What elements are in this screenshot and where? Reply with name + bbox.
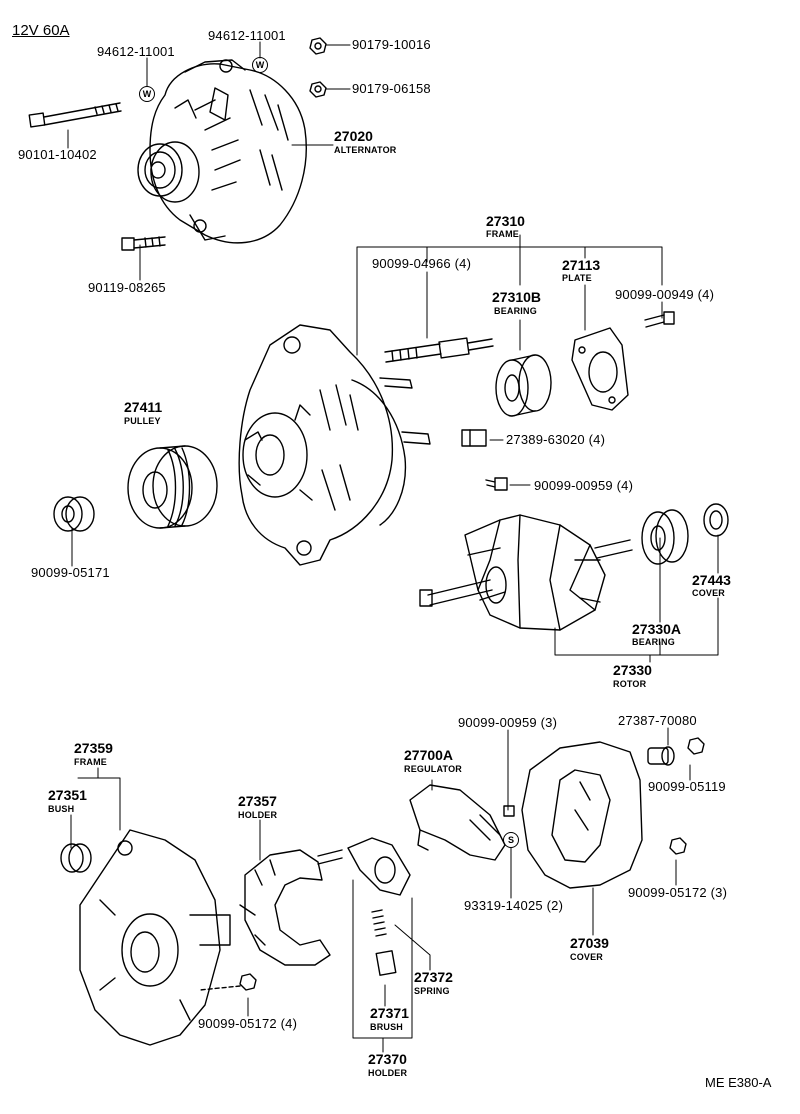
bearing-27310B — [495, 354, 552, 417]
long-bolt-90101 — [28, 102, 122, 128]
label-90099-04966: 90099-04966 (4) — [372, 256, 472, 271]
leader-lines — [67, 41, 719, 1053]
label-27411: 27411 — [124, 399, 163, 415]
regulator-27700A — [409, 784, 506, 861]
brush-27371 — [375, 950, 397, 976]
label-90099-05119: 90099-05119 — [648, 779, 726, 794]
label-27359: 27359 — [74, 740, 113, 756]
brush-holder-27370 — [347, 837, 411, 896]
name-spring: SPRING — [414, 986, 450, 996]
label-90119-08265: 90119-08265 — [88, 280, 166, 295]
name-holder: HOLDER — [368, 1068, 408, 1078]
label-90179-10016: 90179-10016 — [352, 37, 431, 52]
label-27330A: 27330A — [632, 621, 682, 637]
label-90101-10402: 90101-10402 — [18, 147, 97, 162]
through-bolt-90099-04966 — [384, 337, 494, 363]
nut-90179-06158 — [309, 81, 327, 98]
bearing-27330A — [641, 509, 689, 565]
label-27387-70080: 27387-70080 — [618, 713, 697, 728]
rear-cover-27039 — [521, 741, 643, 889]
label-90099-00959-a: 90099-00959 (4) — [534, 478, 634, 493]
label-27351: 27351 — [48, 787, 87, 803]
nut-90099-05172-a — [669, 837, 687, 855]
label-27310: 27310 — [486, 213, 525, 229]
label-94612-11001-b: 94612-11001 — [208, 28, 286, 43]
label-27700A: 27700A — [404, 747, 454, 763]
label-90099-00949: 90099-00949 (4) — [615, 287, 715, 302]
name-cover: COVER — [692, 588, 726, 598]
spring-27372 — [371, 909, 387, 937]
seal-s-icon: S — [503, 832, 519, 848]
label-93319-14025: 93319-14025 (2) — [464, 898, 564, 913]
insulator-27387 — [647, 746, 675, 766]
holder-27357 — [239, 849, 343, 966]
spacer-90099-05171 — [53, 496, 95, 532]
name-pulley: PULLEY — [124, 416, 161, 426]
bolt-90119 — [121, 236, 166, 251]
name-rotor: ROTOR — [613, 679, 647, 689]
label-90099-05172-a: 90099-05172 (3) — [628, 885, 728, 900]
name-alternator: ALTERNATOR — [334, 145, 397, 155]
label-27371: 27371 — [370, 1005, 409, 1021]
pulley-27411 — [127, 445, 218, 529]
name-bush: BUSH — [48, 804, 75, 814]
label-90099-00959-b: 90099-00959 (3) — [458, 715, 558, 730]
cover-27443 — [703, 503, 729, 537]
name-bearing: BEARING — [632, 637, 675, 647]
name-plate: PLATE — [562, 273, 592, 283]
plate-27113 — [571, 327, 629, 411]
name-bearing: BEARING — [494, 306, 537, 316]
rotor-27330 — [419, 514, 633, 631]
label-90099-05172-b: 90099-05172 (4) — [198, 1016, 298, 1031]
label-27370: 27370 — [368, 1051, 407, 1067]
label-27389-63020: 27389-63020 (4) — [506, 432, 606, 447]
screw-90099-00949 — [644, 311, 675, 328]
label-90099-05171: 90099-05171 — [31, 565, 110, 580]
screw-90099-00959 — [485, 477, 508, 491]
label-27372: 27372 — [414, 969, 453, 985]
name-cover: COVER — [570, 952, 604, 962]
name-regulator: REGULATOR — [404, 764, 462, 774]
drawing-code: ME E380-A — [705, 1075, 772, 1090]
name-frame: FRAME — [74, 757, 107, 767]
washer-w-icon: W — [252, 57, 268, 73]
diagram-title: 12V 60A — [12, 22, 70, 39]
label-90179-06158: 90179-06158 — [352, 81, 431, 96]
name-brush: BRUSH — [370, 1022, 404, 1032]
alternator-assembly — [137, 59, 307, 244]
nut-90179-10016 — [309, 37, 327, 55]
label-27310B: 27310B — [492, 289, 542, 305]
nut-90099-05119 — [687, 737, 705, 755]
name-holder: HOLDER — [238, 810, 278, 820]
label-27357: 27357 — [238, 793, 277, 809]
washer-w-icon: W — [139, 86, 155, 102]
label-27039: 27039 — [570, 935, 609, 951]
label-27330: 27330 — [613, 662, 652, 678]
screw-90099-00959-lower — [503, 805, 515, 817]
label-94612-11001-a: 94612-11001 — [97, 44, 175, 59]
bush-27351 — [60, 843, 92, 873]
label-27443: 27443 — [692, 572, 731, 588]
terminal-27389 — [461, 429, 487, 447]
label-27113: 27113 — [562, 257, 601, 273]
drive-end-frame — [238, 324, 431, 566]
nut-90099-05172-b — [199, 973, 257, 991]
label-27020: 27020 — [334, 128, 373, 144]
name-frame: FRAME — [486, 229, 519, 239]
rectifier-end-frame — [79, 829, 231, 1046]
